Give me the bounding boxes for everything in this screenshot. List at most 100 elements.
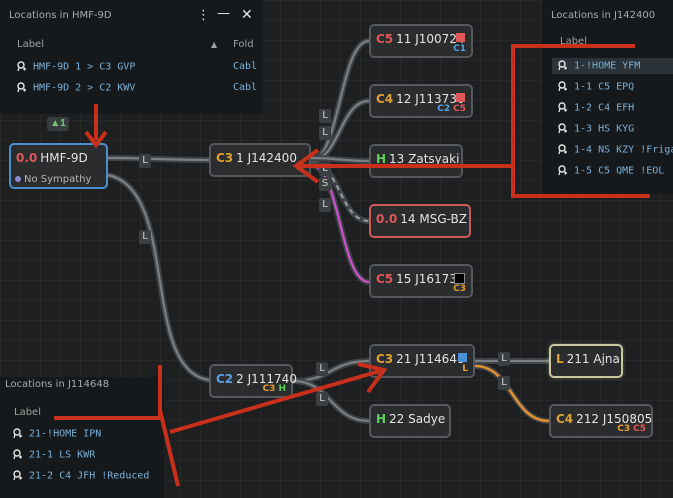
location-pin-icon — [558, 102, 567, 113]
edge-label: L — [319, 126, 331, 140]
panel-title: Locations in HMF-9D — [9, 10, 112, 21]
location-pin-icon — [17, 61, 26, 72]
location-pin-icon — [558, 144, 567, 155]
security-class: C4 — [556, 412, 574, 426]
edge-label: L — [319, 162, 331, 176]
location-row[interactable]: HMF-9D 1 > C3 GVP Cabl — [17, 61, 257, 73]
location-row[interactable]: 21-2 C4 JFH !Reduced — [13, 470, 149, 482]
edge-label: L — [316, 392, 328, 406]
location-row[interactable]: 1-1 C5 EPQ — [558, 81, 634, 93]
static-tag: C2 — [437, 104, 451, 114]
system-name: 22 Sadye — [389, 412, 446, 426]
system-name: 211 Ajna — [566, 352, 620, 366]
location-label: 1-2 C4 EFH — [574, 102, 635, 114]
location-row[interactable]: 1-!HOME YFM — [552, 58, 673, 74]
locations-panel-j142400: Locations in J142400 Label 1-!HOME YFM 1-… — [542, 0, 673, 194]
location-label: 1-!HOME YFM — [574, 60, 641, 72]
connection-j111740-sadye[interactable] — [292, 379, 370, 423]
location-label: 1-1 C5 EPQ — [574, 81, 635, 93]
effect-marker-icon — [456, 33, 465, 42]
location-row[interactable]: 1-3 HS KYG — [558, 123, 634, 135]
security-class: 0.0 — [376, 212, 398, 226]
column-header-label[interactable]: Label — [560, 36, 587, 47]
statics-tags: L — [459, 364, 468, 374]
edge-label: L — [139, 230, 151, 244]
security-class: H — [376, 412, 387, 426]
effect-marker-icon — [456, 93, 465, 102]
location-fold: Cabl — [233, 61, 258, 72]
statics-tags: C3 — [450, 284, 466, 294]
system-name: 13 Zatsyaki — [389, 152, 460, 166]
location-label: HMF-9D 1 > C3 GVP — [33, 61, 136, 73]
system-name: 14 MSG-BZ — [400, 212, 467, 226]
system-name: 15 J161737 — [396, 272, 465, 286]
edge-label: L — [139, 154, 151, 168]
location-pin-icon — [558, 123, 567, 134]
location-pin-icon — [17, 82, 26, 93]
security-class: L — [556, 352, 564, 366]
close-icon[interactable]: ✕ — [241, 7, 253, 23]
static-tag: C5 — [633, 424, 646, 434]
static-tag: C3 — [453, 284, 466, 294]
system-name: 11 J100724 — [396, 32, 465, 46]
connection-home-j111740[interactable] — [107, 173, 210, 382]
static-tag: C3 — [617, 424, 631, 434]
location-label: 21-2 C4 JFH !Reduced — [29, 470, 150, 482]
security-class: C5 — [376, 272, 394, 286]
static-tag: C5 — [453, 104, 466, 114]
effect-marker-icon — [458, 353, 467, 362]
column-header-label[interactable]: Label — [14, 407, 41, 418]
edge-label: L — [319, 109, 331, 123]
location-pin-icon — [13, 470, 22, 481]
location-label: 21-1 LS KWR — [29, 449, 96, 461]
location-pin-icon — [558, 60, 567, 71]
minimize-icon[interactable]: — — [217, 6, 230, 21]
more-vertical-icon[interactable]: ⋮ — [197, 8, 210, 23]
sympathy-dot-icon — [15, 176, 21, 182]
connection-j114648-j150805[interactable] — [474, 364, 550, 423]
location-label: HMF-9D 2 > C2 KWV — [33, 82, 136, 94]
statics-tags: H — [293, 163, 304, 173]
column-header-label[interactable]: Label — [17, 39, 44, 50]
edge-label: L — [498, 376, 510, 390]
location-pin-icon — [558, 81, 567, 92]
sympathy-status: No Sympathy — [15, 174, 91, 185]
location-row[interactable]: 1-2 C4 EFH — [558, 102, 634, 114]
location-label: 1-3 HS KYG — [574, 123, 635, 135]
edge-label: L — [319, 198, 331, 212]
location-row[interactable]: 1-5 C5 QME !EOL — [558, 165, 664, 177]
static-tag: H — [296, 163, 304, 173]
system-name: HMF-9D — [40, 151, 88, 165]
location-row[interactable]: 1-4 NS KZY !Friga — [558, 144, 673, 156]
security-class: H — [376, 152, 387, 166]
static-tag: H — [278, 384, 286, 394]
connection-home-j142400[interactable] — [107, 156, 210, 162]
location-row[interactable]: HMF-9D 2 > C2 KWV Cabl — [17, 82, 257, 94]
static-tag: L — [462, 364, 468, 374]
security-class: C5 — [376, 32, 394, 46]
edge-label: S — [319, 177, 331, 191]
location-pin-icon — [13, 428, 22, 439]
location-row[interactable]: 21-1 LS KWR — [13, 449, 95, 461]
home-badge[interactable]: ▲1 — [47, 117, 69, 131]
panel-title: Locations in J142400 — [551, 10, 656, 21]
location-row[interactable]: 21-!HOME IPN — [13, 428, 101, 440]
security-class: C4 — [376, 92, 394, 106]
location-fold: Cabl — [233, 82, 258, 93]
location-label: 1-5 C5 QME !EOL — [574, 165, 665, 177]
sort-asc-icon[interactable]: ▲ — [211, 40, 218, 49]
column-header-fold[interactable]: Fold — [233, 39, 254, 50]
